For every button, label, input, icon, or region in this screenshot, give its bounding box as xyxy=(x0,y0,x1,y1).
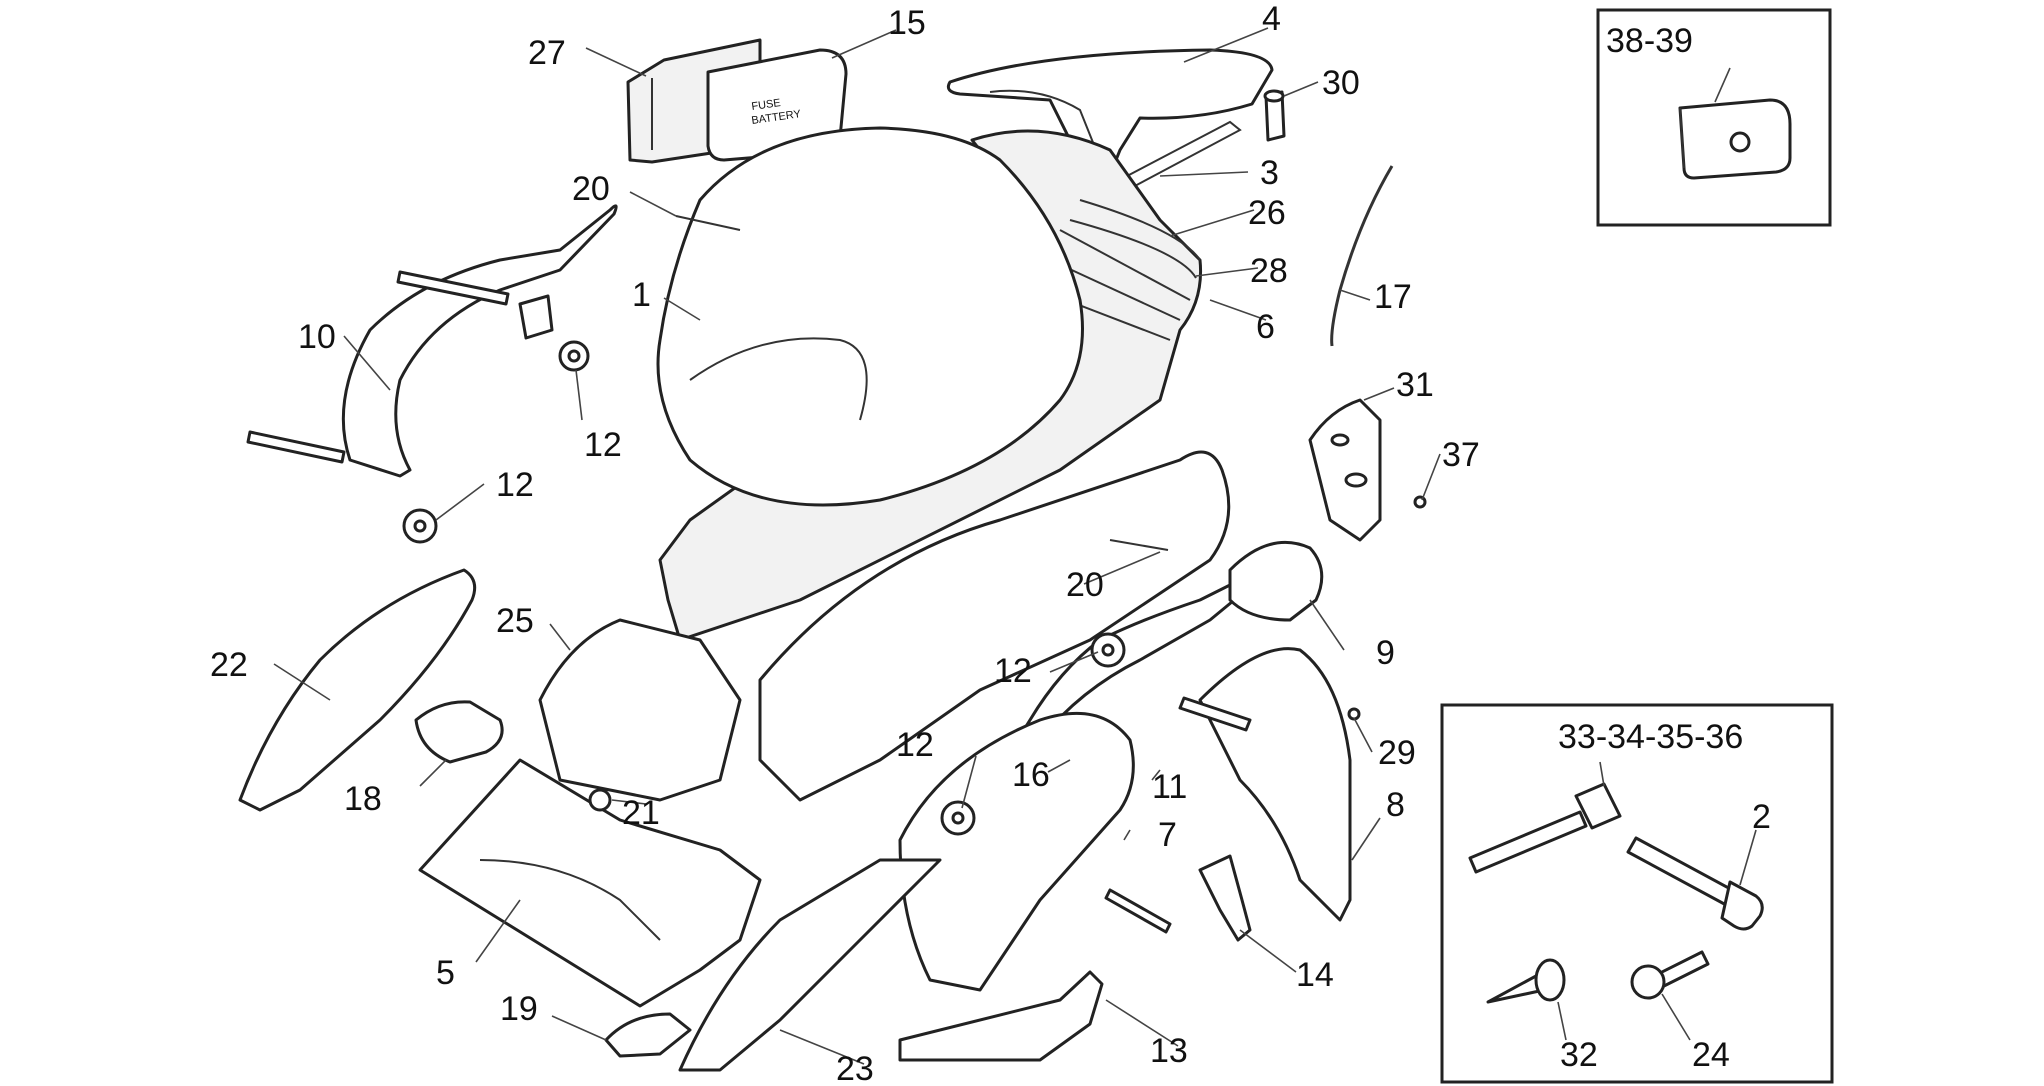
footrest-mat-18 xyxy=(414,700,504,764)
label-29: 29 xyxy=(1378,734,1416,772)
bracket-13 xyxy=(898,970,1104,1062)
nut-21 xyxy=(588,788,612,812)
screw-37 xyxy=(1413,495,1427,509)
label-28: 28 xyxy=(1250,252,1288,290)
label-2: 2 xyxy=(1752,798,1771,836)
handle-bolt-lower xyxy=(246,430,346,464)
plate-holder-31 xyxy=(1308,398,1382,542)
side-cover-25 xyxy=(538,618,742,802)
label-7: 7 xyxy=(1158,816,1177,854)
footrest-mat-19 xyxy=(604,1012,692,1058)
inset-box-38-39 xyxy=(1596,8,1832,227)
gasket-26 xyxy=(1079,199,1201,261)
side-strip-22 xyxy=(238,568,477,812)
rear-carrier-4 xyxy=(946,48,1274,188)
leader-lines xyxy=(273,27,1441,1065)
part-labels: 27 15 4 30 3 26 28 6 17 20 1 10 12 12 31… xyxy=(210,0,1771,1086)
washer-12a xyxy=(558,340,590,372)
label-23: 23 xyxy=(836,1050,874,1086)
label-26: 26 xyxy=(1248,194,1286,232)
label-20b: 20 xyxy=(1066,566,1104,604)
label-16: 16 xyxy=(1012,756,1050,794)
label-10: 10 xyxy=(298,318,336,356)
label-25: 25 xyxy=(496,602,534,640)
spacer-30 xyxy=(1263,89,1286,142)
screw-20-lower xyxy=(1109,539,1169,551)
screw-32-icon xyxy=(1486,958,1566,1004)
label-18: 18 xyxy=(344,780,382,818)
label-30: 30 xyxy=(1322,64,1360,102)
label-4: 4 xyxy=(1262,0,1281,38)
label-33-34-35-36: 33-34-35-36 xyxy=(1558,718,1743,756)
bolt-near-mudguard xyxy=(1178,696,1252,732)
label-12d: 12 xyxy=(896,726,934,764)
cable-17 xyxy=(1330,165,1394,347)
screw-29 xyxy=(1347,707,1361,721)
bolt-2-icon xyxy=(1626,836,1764,931)
label-22: 22 xyxy=(210,646,248,684)
screw-20-upper xyxy=(675,215,741,231)
seat-1 xyxy=(656,126,1084,507)
label-6: 6 xyxy=(1256,308,1275,346)
label-1: 1 xyxy=(632,276,651,314)
gasket-28 xyxy=(1069,219,1197,279)
side-fairing-16 xyxy=(758,450,1231,802)
label-8: 8 xyxy=(1386,786,1405,824)
washer-12d xyxy=(940,800,976,836)
side-rail-11 xyxy=(1008,577,1248,762)
label-15: 15 xyxy=(888,4,926,42)
label-21: 21 xyxy=(622,794,660,832)
tail-light-9 xyxy=(1228,540,1324,622)
screw-24-icon xyxy=(1630,950,1710,1000)
rear-fender-7 xyxy=(898,711,1135,992)
label-12c: 12 xyxy=(994,652,1032,690)
label-37: 37 xyxy=(1442,436,1480,474)
label-17: 17 xyxy=(1374,278,1412,316)
label-5: 5 xyxy=(436,954,455,992)
label-12a: 12 xyxy=(584,426,622,464)
grab-handle-10 xyxy=(341,204,618,478)
label-31: 31 xyxy=(1396,366,1434,404)
label-32: 32 xyxy=(1560,1036,1598,1074)
label-12b: 12 xyxy=(496,466,534,504)
bolt-near-fender xyxy=(1104,888,1172,934)
label-20a: 20 xyxy=(572,170,610,208)
label-38-39: 38-39 xyxy=(1606,22,1693,60)
washer-12b xyxy=(402,508,438,544)
label-9: 9 xyxy=(1376,634,1395,672)
inset-box-fasteners xyxy=(1440,703,1834,1084)
label-3: 3 xyxy=(1260,154,1279,192)
label-19: 19 xyxy=(500,990,538,1028)
bracket-14 xyxy=(1198,854,1252,942)
front-cover-5 xyxy=(418,758,762,1008)
side-strip-23 xyxy=(678,858,942,1072)
label-24: 24 xyxy=(1692,1036,1730,1074)
battery-cover-text-fuse: FUSE xyxy=(751,97,782,113)
label-11: 11 xyxy=(1152,768,1187,806)
bolt-33-36-icon xyxy=(1468,782,1622,874)
label-13: 13 xyxy=(1150,1032,1188,1070)
label-14: 14 xyxy=(1296,956,1334,994)
label-27: 27 xyxy=(528,34,566,72)
washer-12c xyxy=(1090,632,1126,668)
handle-bolt-upper xyxy=(396,270,510,306)
